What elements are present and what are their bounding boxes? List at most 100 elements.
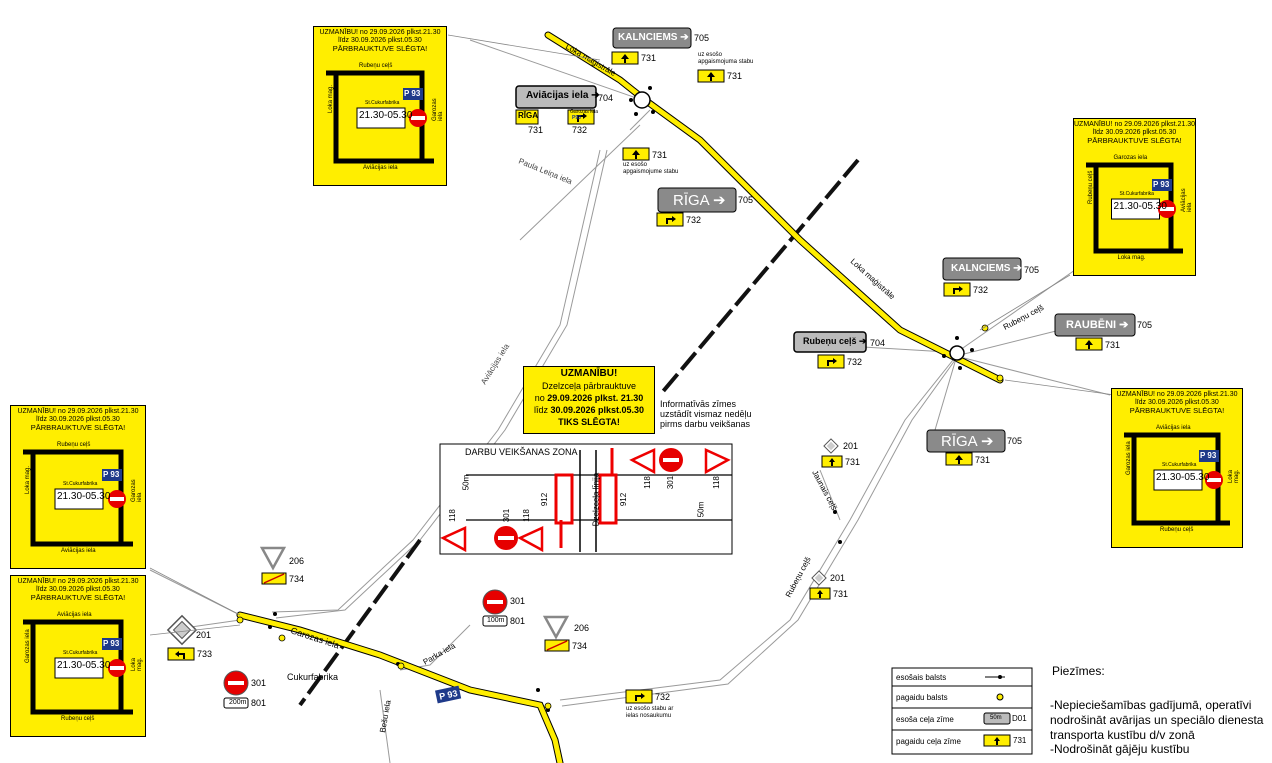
road-label-garozas: Garozas iela — [289, 625, 340, 650]
panel-station: St.Cukurfabrika — [63, 481, 98, 487]
panel-map — [23, 449, 133, 547]
panel-header: UZMANĪBU! no 29.09.2026 plkst.21.30 līdz… — [17, 578, 139, 602]
panel-station: St.Cukurfabrika — [1162, 462, 1197, 468]
panel-station: St.Cukurfabrika — [1119, 191, 1154, 197]
railway-line — [298, 158, 860, 707]
wz-code-912-b: 912 — [619, 492, 629, 507]
code-731-h: 731 — [833, 589, 849, 599]
legend-temp-sign: pagaidu ceļa zīme — [896, 737, 961, 746]
code-732-a: 732 — [572, 125, 588, 135]
panel-right-road: Loka mag. — [131, 657, 143, 671]
detour-panel-left-1: UZMANĪBU! no 29.09.2026 plkst.21.30 līdz… — [10, 405, 146, 569]
code-206-b: 206 — [574, 623, 590, 633]
road-label-paula: Paula Leiņa iela — [517, 157, 574, 187]
panel-map — [1086, 162, 1183, 254]
code-301-b: 301 — [510, 596, 526, 606]
code-731-b: 731 — [727, 71, 743, 81]
code-734-b: 734 — [572, 641, 588, 651]
work-zone-title: DARBU VEIKŠANAS ZONA — [465, 447, 578, 457]
panel-left-road: Rubeņu ceļš — [1088, 170, 1094, 204]
plates-731 — [611, 51, 1103, 600]
code-705-c: 705 — [1024, 265, 1040, 275]
panel-bottom-road: Loka mag. — [1117, 255, 1146, 261]
no-entry-signs — [223, 589, 508, 709]
code-732-d: 732 — [847, 357, 863, 367]
panel-top-road: Garozas iela — [1113, 155, 1148, 161]
code-733: 733 — [197, 649, 213, 659]
plates-732 — [567, 109, 971, 704]
code-704-b: 704 — [870, 338, 886, 348]
wz-code-912-a: 912 — [540, 492, 550, 507]
code-731-f: 731 — [975, 455, 991, 465]
panel-time: 21.30-05.30 — [1156, 472, 1210, 483]
closure-notice: UZMANĪBU! Dzelzceļa pārbrauktuve no 29.0… — [523, 366, 655, 434]
road-label-loka-1: Loka maģistrāle — [564, 42, 618, 78]
sign-kalnciems-1: KALNCIEMS ➔ — [618, 32, 689, 43]
panel-station: St.Cukurfabrika — [365, 100, 400, 106]
code-704-a: 704 — [598, 93, 614, 103]
minor-streets — [149, 39, 1111, 763]
sign-aviacijas: Aviācijas iela ➔ — [526, 90, 600, 101]
panel-p93: P 93 — [404, 89, 421, 98]
panel-header: UZMANĪBU! no 29.09.2026 plkst.21.30 līdz… — [1074, 121, 1196, 145]
dist-200: 200m — [229, 699, 247, 706]
code-732-c: 732 — [973, 285, 989, 295]
panel-left-road: Garozas iela — [25, 629, 31, 663]
detour-panel-right-bottom: UZMANĪBU! no 29.09.2026 plkst.21.30 līdz… — [1111, 388, 1243, 548]
code-734-a: 734 — [289, 574, 305, 584]
panel-bottom-road: Aviācijas iela — [61, 548, 96, 554]
wz-code-118-a: 118 — [447, 509, 457, 522]
panel-top-road: Aviācijas iela — [1156, 425, 1191, 431]
wz-code-118-c: 118 — [642, 476, 652, 489]
road-label-parka: Parka iela — [422, 641, 458, 667]
direction-sign-graphics — [515, 27, 1136, 453]
panel-top-road: Rubeņu ceļš — [359, 63, 393, 69]
legend-existing-post: esošais balsts — [896, 673, 947, 682]
detour-panel-left-2: UZMANĪBU! no 29.09.2026 plkst.21.30 līdz… — [10, 575, 146, 737]
code-705-e: 705 — [1007, 436, 1023, 446]
code-731-d: 731 — [652, 150, 668, 160]
panel-bottom-road: Rubeņu ceļš — [1160, 527, 1194, 533]
sign-kalnciems-2: KALNCIEMS ➔ — [951, 263, 1022, 274]
sign-riga-2: RĪGA ➔ — [941, 433, 994, 450]
legend-box — [891, 667, 1033, 755]
dist-50-a: 50m — [461, 474, 471, 491]
notes-line-2: nodrošināt avārijas un speciālo dienesta — [1050, 713, 1264, 727]
road-label-jaunais: Jaunais ceļš — [810, 469, 839, 512]
panel-bottom-road: Aviācijas iela — [363, 165, 398, 171]
plate-733 — [167, 647, 195, 661]
panel-right-road: Garozas iela — [131, 479, 143, 502]
priority-road-signs — [166, 438, 839, 646]
panel-time: 21.30-05.30 — [57, 491, 111, 502]
code-705-d: 705 — [1137, 320, 1153, 330]
code-731-a: 731 — [641, 53, 657, 63]
panel-header: UZMANĪBU! no 29.09.2026 plkst.21.30 līdz… — [319, 29, 441, 53]
code-732-e: 732 — [655, 692, 671, 702]
panel-time: 21.30-05.30 — [359, 110, 413, 121]
panel-time: 21.30-05.30 — [57, 660, 111, 671]
panel-station: St.Cukurfabrika — [63, 650, 98, 656]
legend-code-d01: D01 — [1012, 714, 1027, 723]
panel-p93: P 93 — [1153, 180, 1170, 189]
panel-map — [1124, 432, 1230, 526]
panel-connectors — [149, 34, 1116, 636]
p93-road-shield: P 93 — [435, 685, 462, 704]
sign-posts — [268, 86, 974, 712]
wz-code-301-b: 301 — [666, 475, 676, 490]
code-301-a: 301 — [251, 678, 267, 688]
legend-code-731: 731 — [1013, 736, 1027, 745]
notes-line-1: -Nepieciešamības gadījumā, operatīvi — [1050, 698, 1252, 712]
road-label-rubenu: Rubeņu ceļš — [784, 555, 813, 599]
road-label-rubenu-2: Rubeņu ceļš — [1002, 303, 1046, 332]
sign-rubenu: Rubeņu ceļš ➔ — [803, 336, 867, 346]
place-label-cukurfabrika: Cukurfabrika — [287, 672, 338, 682]
panel-p93: P 93 — [103, 470, 120, 479]
sign-riga-1: RĪGA ➔ — [673, 192, 726, 209]
sign-garozas-small: Garozas iela — [570, 109, 599, 115]
notes-line-4: -Nodrošināt gājēju kustību — [1050, 742, 1190, 756]
road-label-besu: Bešu iela — [378, 699, 393, 734]
